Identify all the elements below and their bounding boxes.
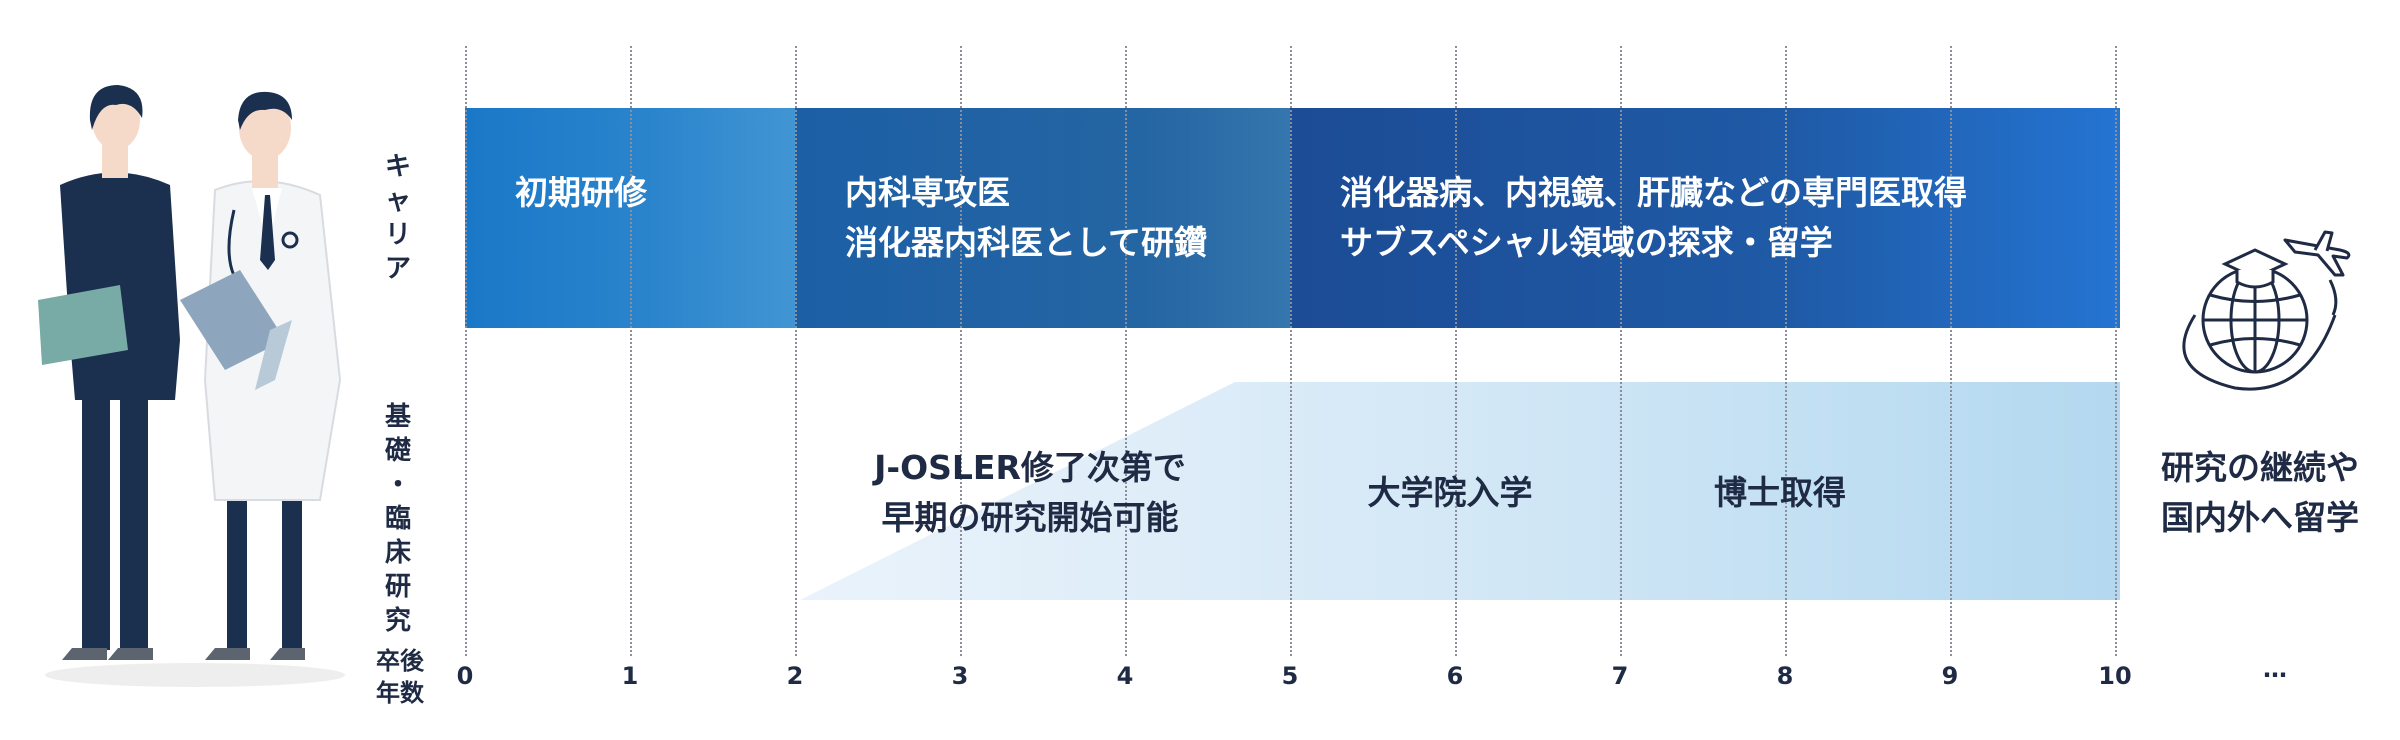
axis-tick: 7 [1611,662,1629,690]
axis-tick: 0 [456,662,474,690]
career-band-resident [795,108,1290,328]
axis-tick: 1 [621,662,639,690]
doctor-white-coat-icon [180,91,342,660]
career-initial-training-text: 初期研修 [515,173,647,212]
axis-tick: 9 [1941,662,1959,690]
axis-tick: 2 [786,662,804,690]
axis-tick: 10 [2098,662,2132,690]
axis-ellipsis: … [2263,655,2287,683]
career-band-specialist [1290,108,2120,328]
graduation-cap-icon [2221,248,2289,289]
doctors-illustration [38,85,345,687]
axis-tick: 5 [1281,662,1299,690]
axis-tick: 3 [951,662,969,690]
research-early-text: J-OSLER修了次第で 早期の研究開始可能 [874,448,1186,537]
doctor-scrubs-icon [38,85,180,660]
career-resident-text: 内科専攻医 消化器内科医として研鑽 [845,173,1208,262]
years-row-label: 卒後 年数 [376,647,424,707]
axis-tick: 4 [1116,662,1134,690]
globe-study-abroad-icon [2182,230,2351,391]
career-row-label: キ ャ リ ア [384,152,411,284]
axis-tick: 8 [1776,662,1794,690]
career-specialist-text: 消化器病、内視鏡、肝臓などの専門医取得 サブスペシャル領域の探求・留学 [1340,173,1967,262]
axis-tick: 6 [1446,662,1464,690]
research-row-label: 基 礎 ・ 臨 床 研 究 [384,402,411,636]
research-grad-school-text: 大学院入学 [1367,473,1533,512]
research-phd-text: 博士取得 [1714,473,1846,512]
outcome-text: 研究の継続や 国内外へ留学 [2161,448,2359,537]
airplane-icon [2283,230,2351,277]
